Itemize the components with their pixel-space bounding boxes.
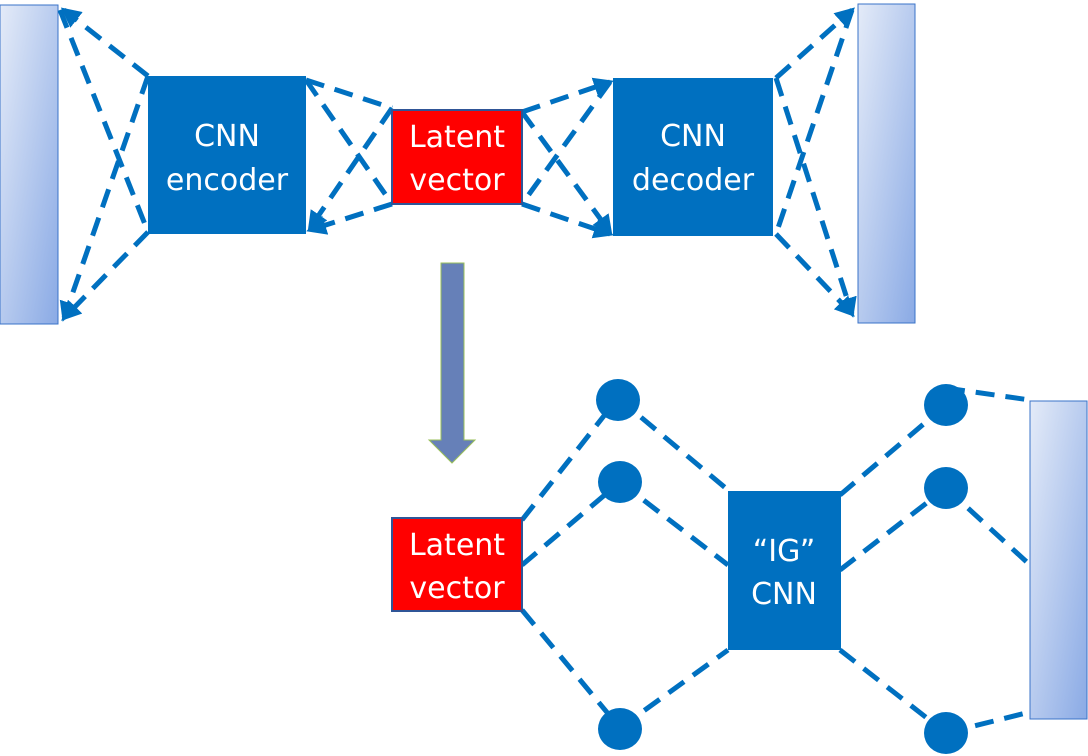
node	[598, 461, 642, 503]
ig-cnn-box: “IG” CNN	[728, 491, 841, 650]
latent-vector-top-label-line1: Latent	[409, 120, 505, 155]
latent-vector-box-bottom: Latent vector	[391, 517, 523, 612]
cnn-decoder-label-line2: decoder	[632, 163, 755, 198]
node	[596, 379, 640, 421]
latent-vector-bottom-label-line2: vector	[409, 571, 505, 606]
encoder-to-latent-connections	[303, 77, 395, 235]
cnn-decoder-box: CNN decoder	[613, 78, 773, 236]
ig-cnn-label-line1: “IG”	[753, 534, 816, 569]
node	[924, 712, 968, 754]
latent-vector-top-label-line2: vector	[409, 163, 505, 198]
node	[598, 708, 642, 750]
down-arrow	[427, 262, 477, 464]
generated-image-bar	[1029, 400, 1088, 720]
latent-to-nodes-connections	[520, 396, 622, 730]
ig-cnn-label-line2: CNN	[751, 577, 817, 612]
node	[924, 384, 968, 426]
cnn-encoder-label-line2: encoder	[166, 163, 289, 198]
input-to-encoder-connections	[57, 7, 151, 322]
cnn-encoder-box: CNN encoder	[148, 76, 306, 234]
ig-cnn-to-nodes-connections	[838, 403, 948, 735]
nodes-to-output-connections	[944, 385, 1032, 736]
latent-vector-box-top: Latent vector	[391, 109, 523, 205]
hidden-nodes	[596, 379, 968, 754]
cnn-encoder-label-line1: CNN	[194, 119, 260, 154]
output-image-bar	[857, 3, 916, 324]
input-image-bar	[0, 4, 59, 325]
latent-to-decoder-connections	[519, 77, 614, 239]
cnn-decoder-label-line1: CNN	[660, 119, 726, 154]
nodes-to-ig-cnn-connections	[616, 396, 730, 731]
latent-vector-bottom-label-line1: Latent	[409, 528, 505, 563]
node	[924, 467, 968, 509]
decoder-to-output-connections	[773, 7, 857, 318]
